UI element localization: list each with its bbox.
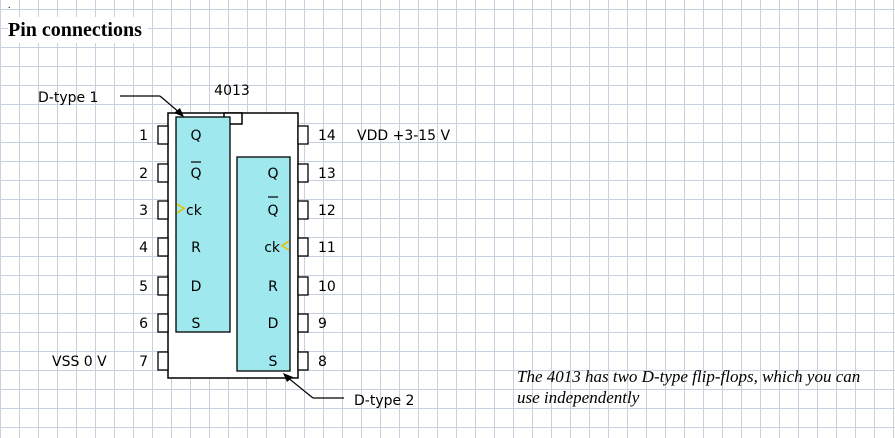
pin-5	[157, 276, 169, 296]
pin-11	[297, 237, 309, 257]
pin-7	[157, 351, 169, 371]
pin-number: 6	[139, 316, 148, 332]
clock-marker-1	[176, 203, 186, 214]
pin-6	[157, 313, 169, 333]
flipflop-1-label: R	[191, 240, 201, 256]
flipflop-1-label: ck	[186, 203, 203, 219]
pin-number: 1	[139, 128, 148, 144]
flipflop-1-box	[175, 116, 231, 333]
dtype2-pointer-diag	[286, 376, 314, 399]
pin-number: 14	[318, 128, 336, 144]
dtype1-pointer-diag	[159, 95, 181, 114]
flipflop-1-label: Q	[190, 128, 201, 144]
flipflop-2-label: ck	[264, 240, 281, 256]
pin-number: 12	[318, 203, 336, 219]
pin-14-label: VDD +3-15 V	[357, 128, 451, 144]
chip-name: 4013	[214, 83, 250, 99]
flipflop-1-label: Q	[190, 166, 201, 182]
dtype1-label: D-type 1	[38, 90, 98, 106]
flipflop-1-label: D	[191, 279, 202, 295]
pin-number: 5	[139, 279, 148, 295]
flipflop-2-box	[236, 156, 291, 372]
pin-1	[157, 125, 169, 145]
pin-8	[297, 351, 309, 371]
pin-9	[297, 313, 309, 333]
pin-number: 11	[318, 240, 336, 256]
pin-number: 9	[318, 316, 327, 332]
pin-number: 3	[139, 203, 148, 219]
pin-number: 7	[139, 354, 148, 370]
caption: The 4013 has two D-type flip-flops, whic…	[517, 367, 861, 407]
stray-dot: .	[8, 0, 11, 11]
pin-4	[157, 237, 169, 257]
flipflop-2-label: R	[268, 279, 278, 295]
dtype2-arrowhead	[283, 373, 293, 382]
page-title: Pin connections	[8, 17, 148, 43]
pin-2	[157, 163, 169, 183]
pin-13	[297, 163, 309, 183]
flipflop-2-label: D	[268, 316, 279, 332]
pin-number: 4	[139, 240, 148, 256]
clock-marker-2	[280, 240, 290, 251]
pin-number: 10	[318, 279, 336, 295]
pin-number: 8	[318, 354, 327, 370]
pin-7-label: VSS 0 V	[52, 354, 107, 370]
pin-14	[297, 125, 309, 145]
dtype1-arrowhead	[174, 108, 184, 117]
dtype2-label: D-type 2	[354, 393, 414, 409]
pin-12	[297, 200, 309, 220]
pin-number: 2	[139, 166, 148, 182]
flipflop-2-label: S	[269, 354, 278, 370]
pin-number: 13	[318, 166, 336, 182]
pin-10	[297, 276, 309, 296]
flipflop-1-label: S	[192, 316, 201, 332]
flipflop-2-label: Q	[267, 203, 278, 219]
pin-3	[157, 200, 169, 220]
flipflop-2-label: Q	[267, 166, 278, 182]
